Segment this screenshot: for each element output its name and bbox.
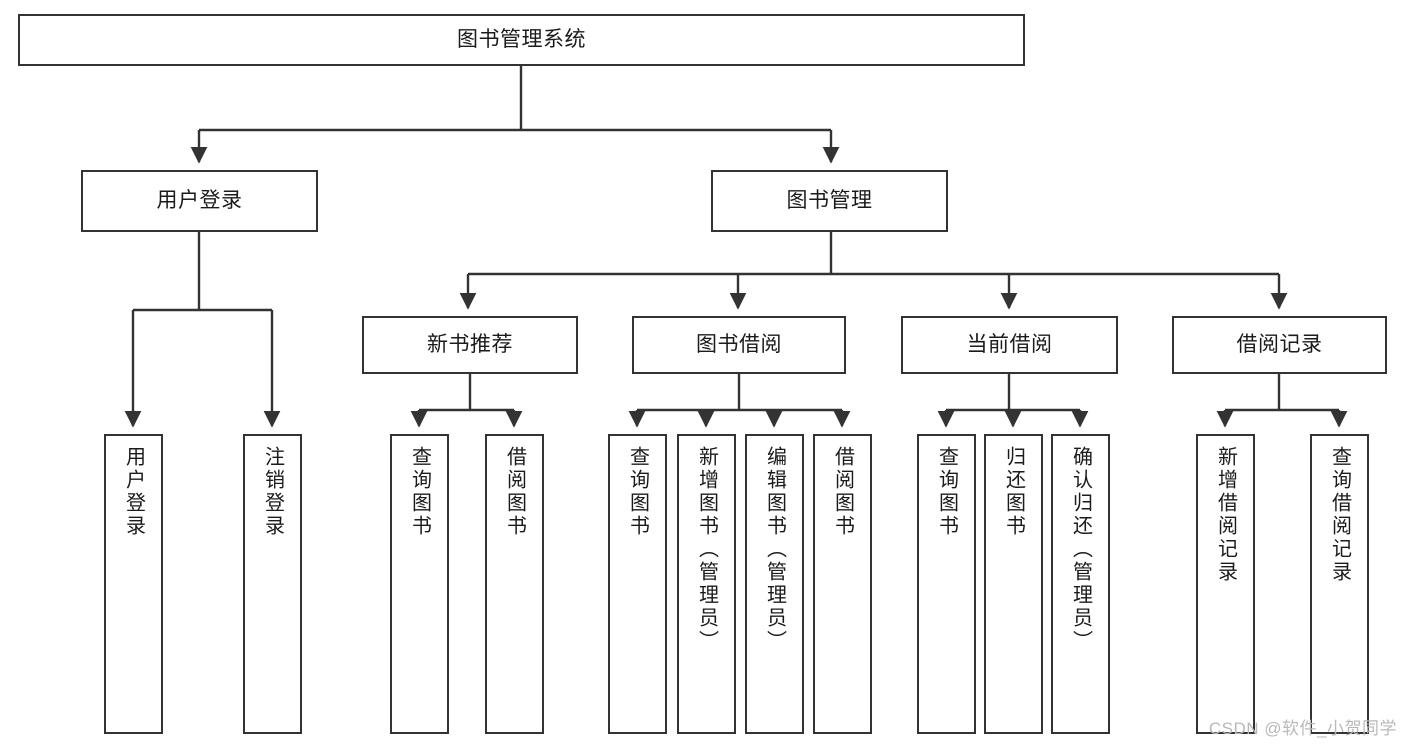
node-user-login-label: 用户登录: [156, 188, 243, 212]
leaf-label: 新增借阅记录: [1214, 446, 1237, 584]
node-current-borrow-label: 当前借阅: [966, 332, 1053, 356]
leaf-logout[interactable]: 注销登录: [243, 434, 302, 734]
leaf-borrow-book[interactable]: 借阅图书: [813, 434, 872, 734]
leaf-add-book-admin[interactable]: 新增图书（管理员）: [677, 434, 736, 734]
leaf-query-borrow-record[interactable]: 查询借阅记录: [1310, 434, 1369, 734]
leaf-label: 确认归还（管理员）: [1069, 446, 1092, 653]
node-new-book-recommend[interactable]: 新书推荐: [362, 316, 578, 374]
leaf-query-book-recommend[interactable]: 查询图书: [390, 434, 449, 734]
leaf-query-book-borrow[interactable]: 查询图书: [608, 434, 667, 734]
leaf-label: 用户登录: [122, 446, 145, 538]
node-book-borrow[interactable]: 图书借阅: [632, 316, 846, 374]
leaf-borrow-book-recommend[interactable]: 借阅图书: [485, 434, 544, 734]
watermark: CSDN @软件_小贺同学: [1208, 719, 1397, 738]
node-current-borrow[interactable]: 当前借阅: [901, 316, 1118, 374]
node-new-book-recommend-label: 新书推荐: [427, 332, 513, 356]
leaf-label: 查询图书: [935, 446, 958, 538]
leaf-edit-book-admin[interactable]: 编辑图书（管理员）: [745, 434, 804, 734]
leaf-return-book[interactable]: 归还图书: [984, 434, 1043, 734]
leaf-label: 查询图书: [626, 446, 649, 538]
node-book-management-label: 图书管理: [786, 188, 873, 212]
leaf-add-borrow-record[interactable]: 新增借阅记录: [1196, 434, 1255, 734]
node-borrow-record-label: 借阅记录: [1236, 332, 1323, 356]
node-book-management[interactable]: 图书管理: [711, 170, 948, 232]
node-root[interactable]: 图书管理系统: [18, 14, 1025, 66]
leaf-label: 新增图书（管理员）: [695, 446, 718, 653]
leaf-label: 查询借阅记录: [1328, 446, 1351, 584]
leaf-label: 借阅图书: [503, 446, 526, 538]
leaf-query-book-current[interactable]: 查询图书: [917, 434, 976, 734]
leaf-label: 归还图书: [1002, 446, 1025, 538]
leaf-label: 查询图书: [408, 446, 431, 538]
leaf-label: 借阅图书: [831, 446, 854, 538]
node-book-borrow-label: 图书借阅: [696, 332, 782, 356]
node-root-label: 图书管理系统: [457, 27, 586, 51]
leaf-label: 编辑图书（管理员）: [763, 446, 786, 653]
leaf-label: 注销登录: [261, 446, 284, 538]
node-borrow-record[interactable]: 借阅记录: [1172, 316, 1387, 374]
node-user-login[interactable]: 用户登录: [81, 170, 318, 232]
leaf-user-login[interactable]: 用户登录: [104, 434, 163, 734]
leaf-confirm-return-admin[interactable]: 确认归还（管理员）: [1051, 434, 1110, 734]
